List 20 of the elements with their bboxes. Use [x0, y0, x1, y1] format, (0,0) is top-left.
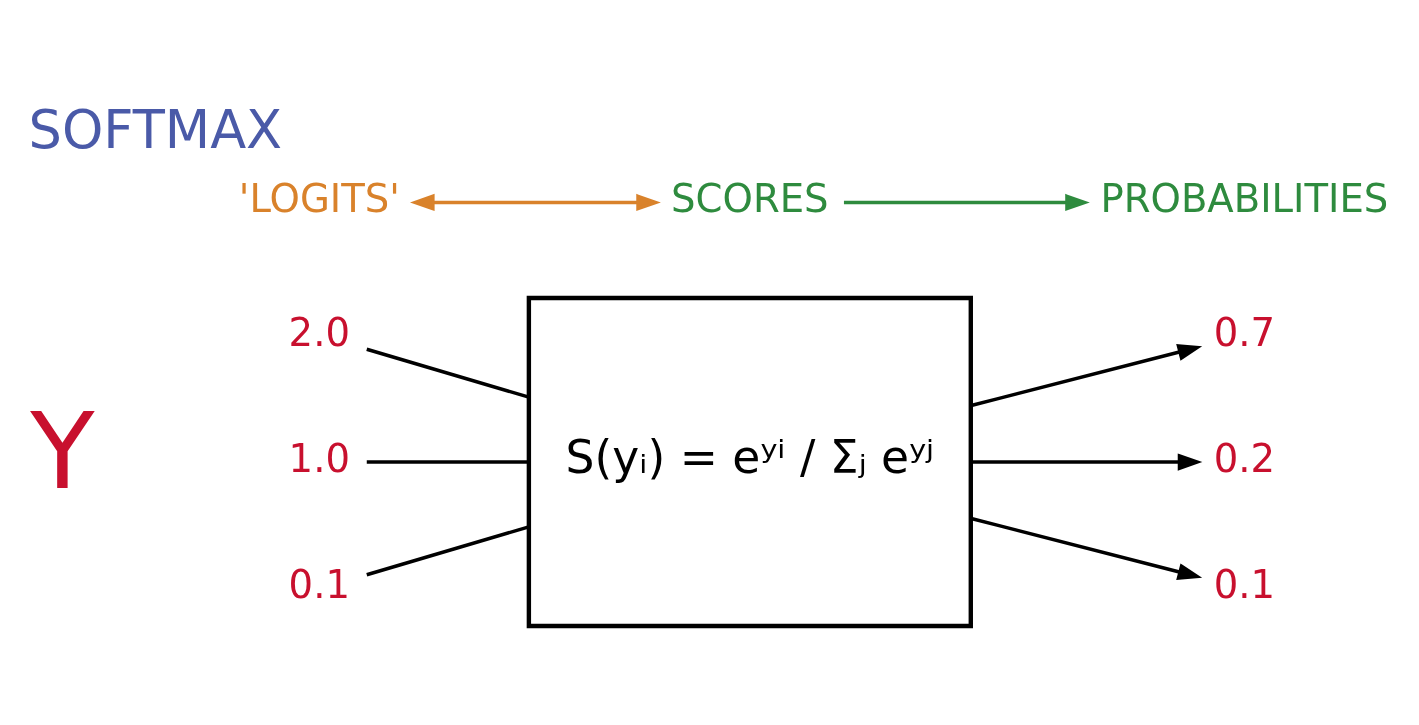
arrow — [970, 343, 1203, 408]
connector — [366, 347, 530, 399]
arrow — [970, 516, 1203, 581]
node-text: PROBABILITIES — [1100, 176, 1389, 222]
node-text: SCORES — [671, 176, 829, 222]
node-text: 'LOGITS' — [238, 176, 400, 222]
arrow — [843, 193, 1090, 212]
node-text: 2.0 — [288, 309, 350, 355]
node-text: 0.7 — [1213, 309, 1276, 355]
node-text: 0.1 — [288, 562, 350, 608]
connector — [366, 460, 529, 464]
node-box: S(yᵢ) = eʸⁱ / Σⱼ eʸʲ — [526, 295, 973, 629]
node-text: 0.2 — [1213, 435, 1276, 481]
arrow — [971, 453, 1203, 471]
node-text: 0.1 — [1213, 562, 1276, 608]
arrow — [410, 193, 661, 212]
connector — [366, 525, 530, 577]
node-text: 1.0 — [288, 435, 350, 481]
label: Y — [30, 390, 95, 514]
diagram-title: SOFTMAX — [28, 99, 283, 161]
